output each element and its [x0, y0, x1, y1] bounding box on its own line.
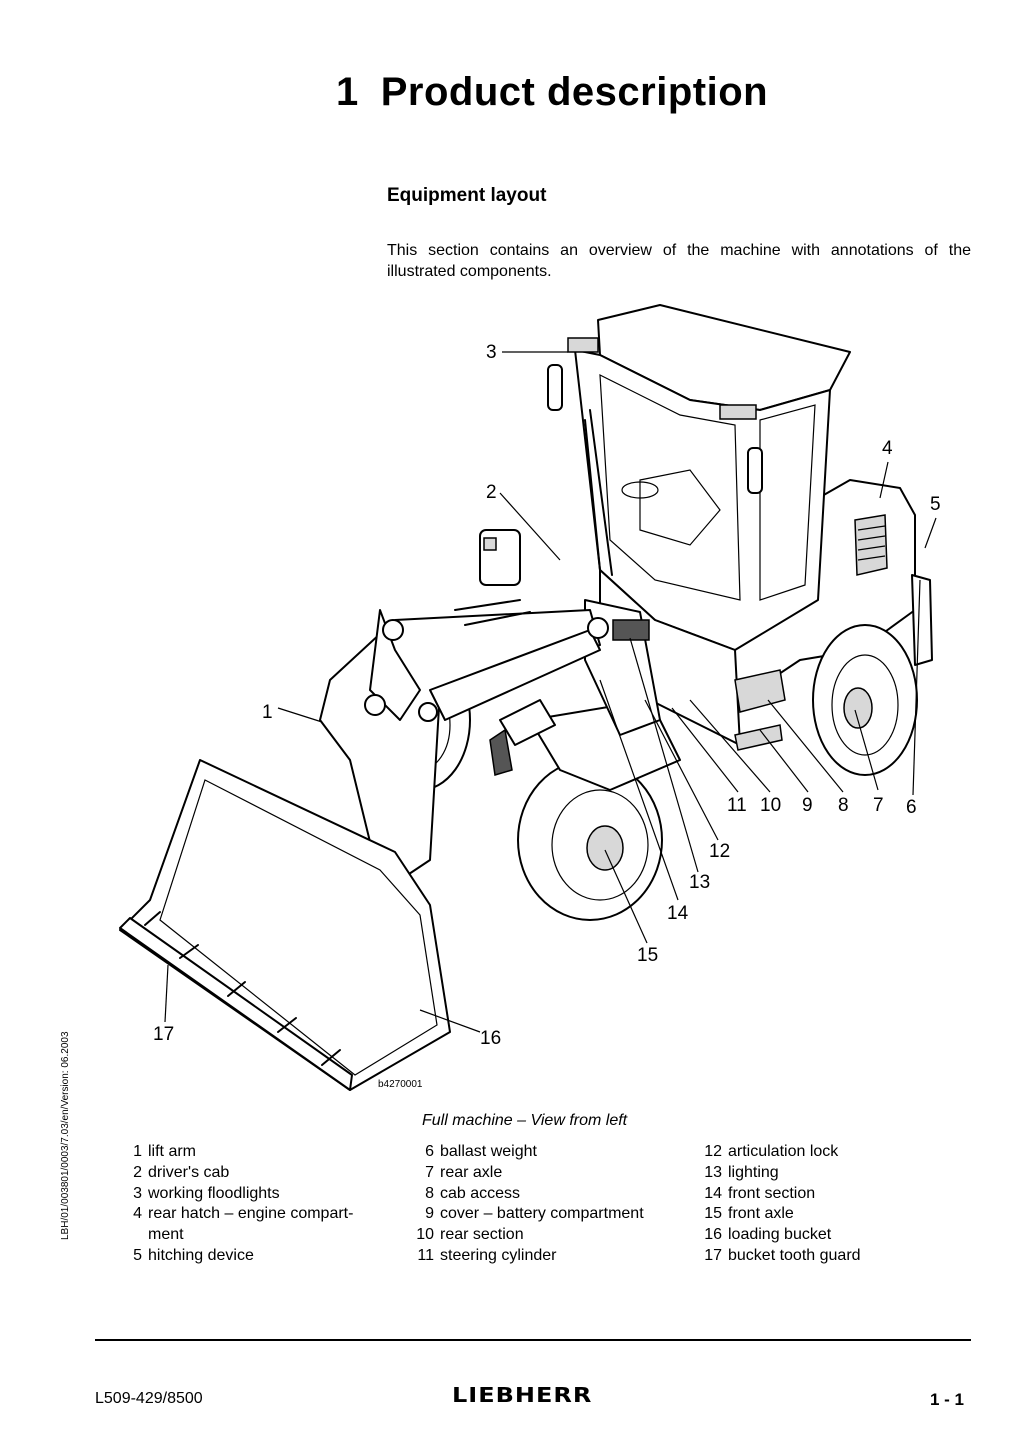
callout-12: 12: [709, 841, 731, 862]
callout-10: 10: [760, 795, 782, 816]
footer-doc-number: L509-429/8500: [95, 1390, 203, 1407]
chapter-number: 1: [336, 70, 359, 114]
callout-16: 16: [480, 1028, 502, 1049]
wheel-loader-illustration: [119, 304, 937, 1091]
callout-11: 11: [727, 795, 747, 816]
page-number: 1 - 1: [930, 1390, 965, 1409]
callout-7: 7: [873, 795, 884, 816]
callout-14: 14: [667, 903, 689, 924]
callout-15: 15: [637, 945, 659, 966]
callout-4: 4: [882, 438, 893, 459]
chapter-heading: 1 Product description: [336, 70, 768, 115]
callout-5: 5: [930, 494, 941, 515]
footer-divider: [95, 1339, 971, 1341]
callout-17: 17: [153, 1024, 175, 1045]
callout-3: 3: [486, 342, 497, 363]
callout-6: 6: [906, 797, 917, 818]
figure-id: b4270001: [378, 1079, 423, 1090]
callout-8: 8: [838, 795, 849, 816]
callout-1: 1: [262, 702, 273, 723]
chapter-title: Product description: [380, 70, 769, 114]
callout-13: 13: [689, 872, 711, 893]
brand-logo: LIEBHERR: [452, 1383, 593, 1407]
section-title: Equipment layout: [387, 185, 547, 206]
callout-9: 9: [802, 795, 813, 816]
figure-caption: Full machine – View from left: [422, 1112, 628, 1129]
callout-2: 2: [486, 482, 497, 503]
intro-paragraph: This section contains an overview of the…: [387, 242, 971, 280]
